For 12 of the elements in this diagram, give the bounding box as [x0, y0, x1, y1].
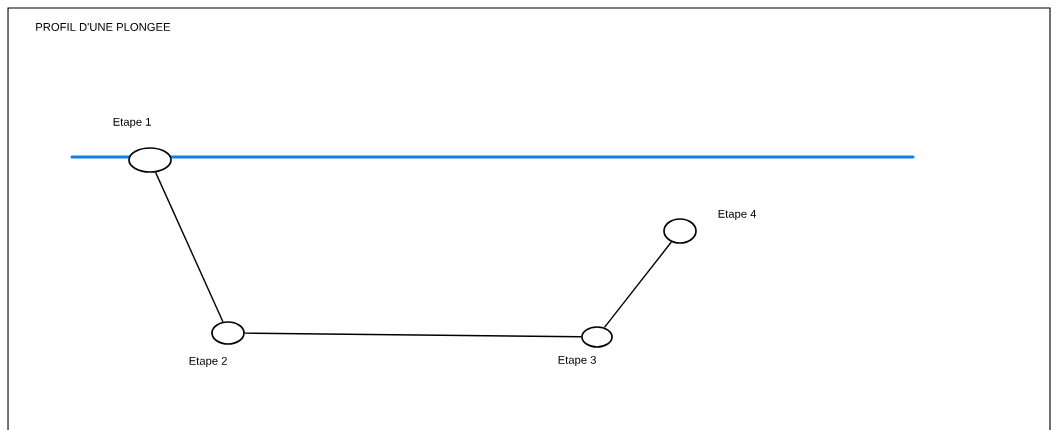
step-label: Etape 4 [718, 209, 757, 221]
step-label: Etape 1 [113, 117, 151, 129]
circle-marker [211, 321, 245, 345]
step-label: Etape 2 [189, 356, 227, 368]
circle-marker [663, 218, 697, 244]
circle-marker [128, 147, 172, 173]
profile-line [154, 171, 224, 323]
circle-marker [581, 326, 613, 348]
title: PROFIL D'UNE PLONGEE [36, 23, 171, 31]
profile-line [244, 332, 582, 338]
profile-line [603, 241, 673, 329]
step-label: Etape 3 [558, 355, 596, 367]
